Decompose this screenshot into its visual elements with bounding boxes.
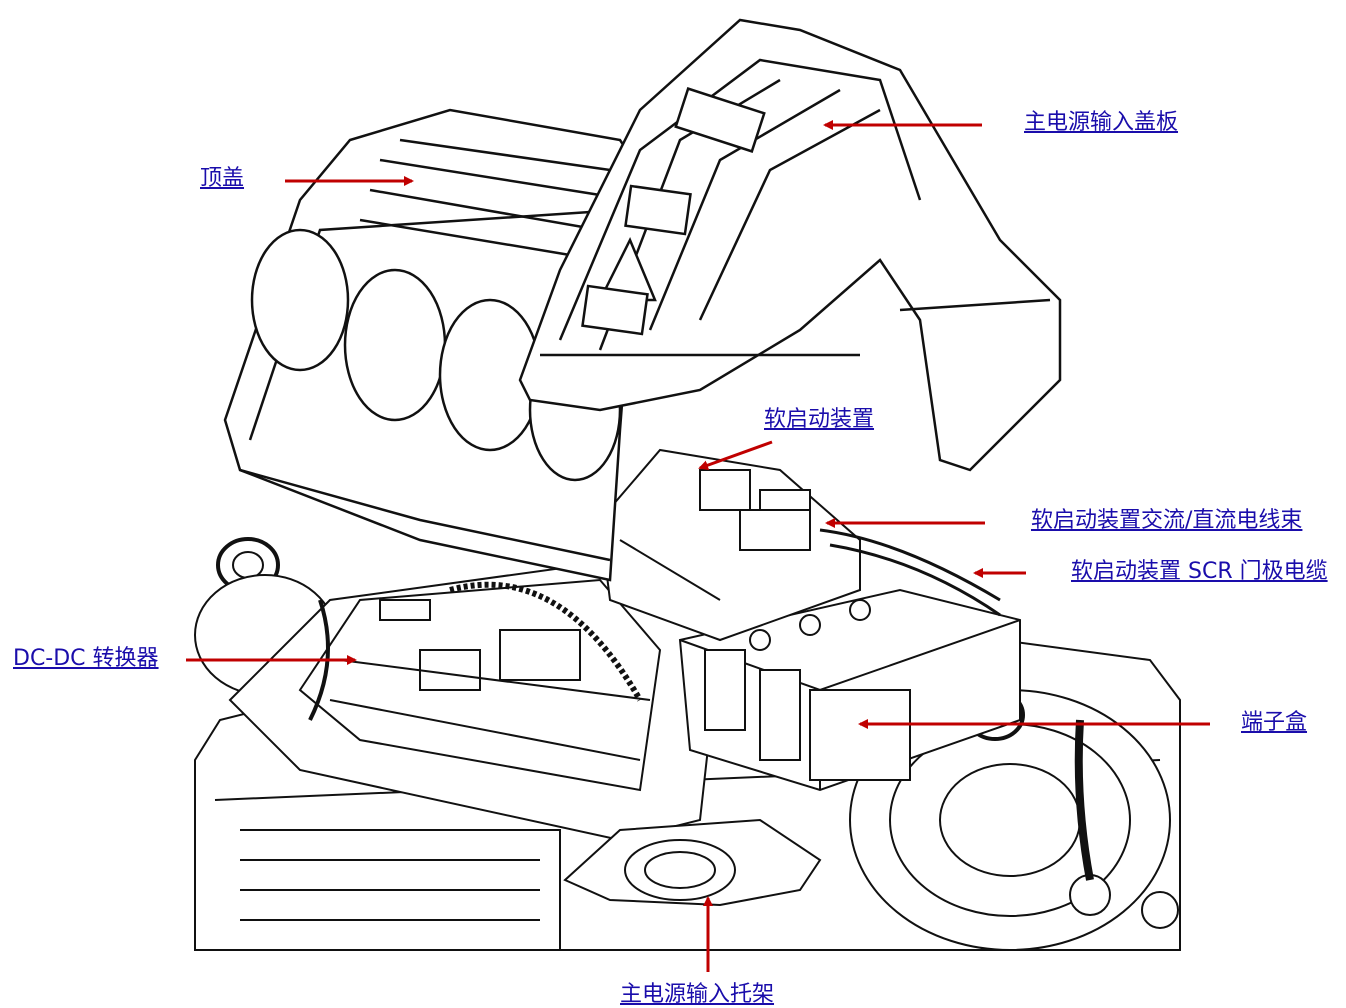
main-power-input-cover — [518, 18, 1062, 472]
label-main-power-input-cover[interactable]: 主电源输入盖板 — [1024, 110, 1179, 135]
label-main-power-input-bracket[interactable]: 主电源输入托架 — [620, 982, 775, 1007]
soft-starter-module — [598, 448, 1001, 642]
arrow-soft-starter — [698, 440, 773, 470]
label-terminal-box[interactable]: 端子盒 — [1241, 710, 1308, 735]
terminal-box — [678, 588, 1021, 792]
label-top-cover[interactable]: 顶盖 — [200, 166, 245, 191]
label-soft-starter-acdc-harness[interactable]: 软启动装置交流/直流电线束 — [1031, 508, 1303, 533]
main-power-input-bracket — [563, 818, 822, 907]
label-soft-starter[interactable]: 软启动装置 — [764, 407, 875, 432]
label-dcdc-converter[interactable]: DC-DC 转换器 — [13, 646, 159, 671]
top-cover — [223, 108, 642, 582]
leader-arrows — [186, 120, 1210, 972]
label-soft-starter-scr-gate-cable[interactable]: 软启动装置 SCR 门极电缆 — [1071, 559, 1328, 584]
